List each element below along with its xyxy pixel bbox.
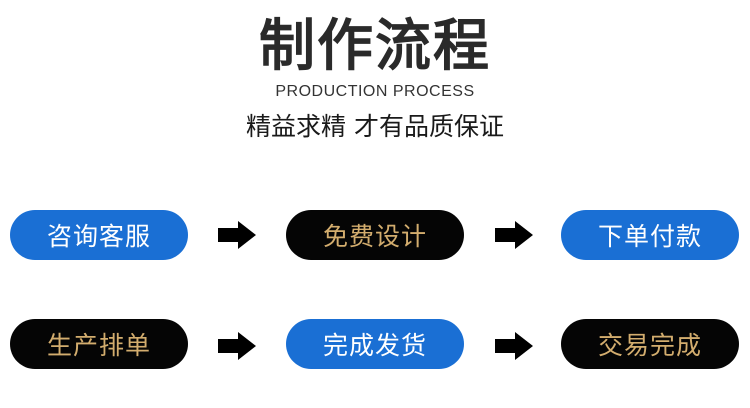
step-transaction-complete: 交易完成: [561, 319, 739, 369]
arrow-right-icon: [218, 332, 256, 360]
arrow-right-icon: [495, 332, 533, 360]
step-label: 生产排单: [46, 331, 151, 360]
slogan: 精益求精 才有品质保证: [246, 112, 504, 141]
step-label: 下单付款: [597, 222, 702, 251]
arrow-right-icon: [218, 221, 256, 249]
step-label: 咨询客服: [46, 222, 151, 251]
page-subtitle: PRODUCTION PROCESS: [275, 83, 475, 100]
step-place-order: 下单付款: [561, 210, 739, 260]
page-title: 制作流程: [259, 14, 491, 79]
step-free-design: 免费设计: [286, 210, 464, 260]
step-label: 免费设计: [322, 222, 427, 251]
step-consult-service: 咨询客服: [10, 210, 188, 260]
step-label: 交易完成: [597, 331, 702, 360]
step-ship: 完成发货: [286, 319, 464, 369]
arrow-right-icon: [495, 221, 533, 249]
step-production-schedule: 生产排单: [10, 319, 188, 369]
step-label: 完成发货: [322, 331, 427, 360]
